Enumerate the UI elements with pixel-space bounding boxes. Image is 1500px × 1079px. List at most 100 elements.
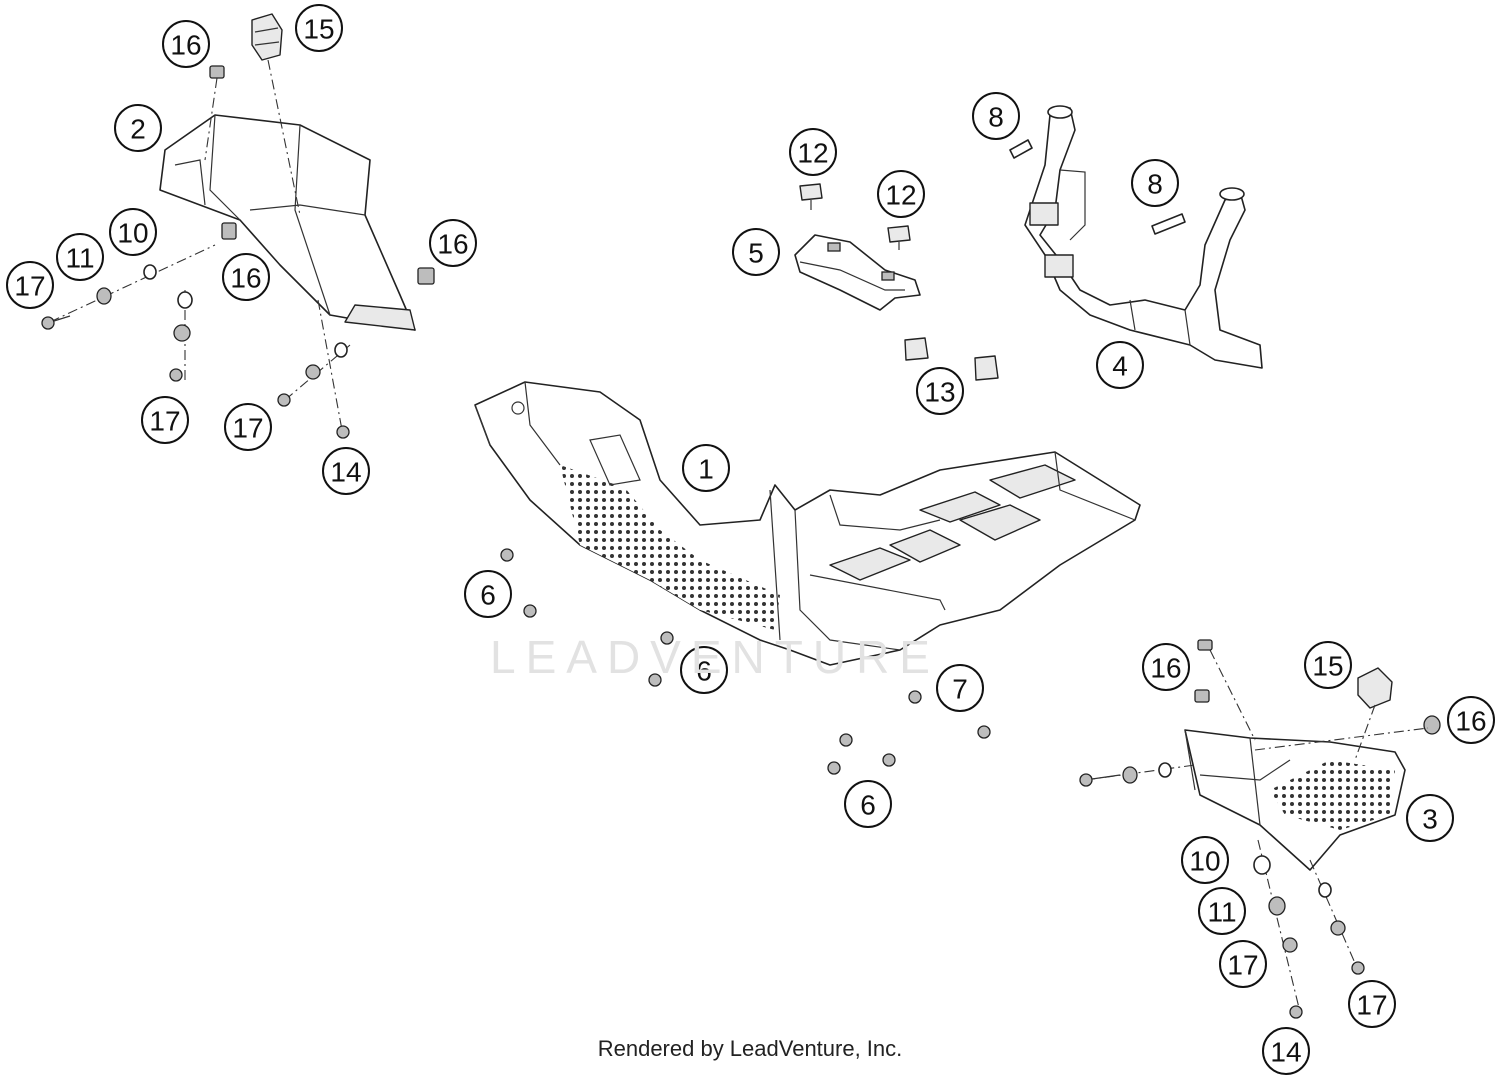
part-nut-right-a <box>1282 937 1298 953</box>
part-bushing-lower-mid <box>334 342 348 358</box>
callout-number: 12 <box>885 180 916 211</box>
callout-number: 16 <box>1150 653 1181 684</box>
callout-12a: 12 <box>789 128 837 176</box>
part-10-bushing-left <box>143 264 157 280</box>
callout-4: 4 <box>1096 341 1144 389</box>
callout-number: 15 <box>1312 651 1343 682</box>
part-11-washer-right <box>1268 896 1286 916</box>
callout-circle <box>322 447 370 495</box>
part-6-nut-a <box>500 548 514 562</box>
part-15-grommet-right <box>1357 667 1393 709</box>
callout-number: 4 <box>1112 351 1128 382</box>
callout-number: 12 <box>797 138 828 169</box>
part-1-skid-plate <box>474 381 1141 666</box>
callout-number: 10 <box>1189 846 1220 877</box>
callout-circle <box>429 219 477 267</box>
callout-number: 16 <box>170 30 201 61</box>
callout-circle <box>114 104 162 152</box>
callout-circle <box>141 396 189 444</box>
callout-circle <box>6 261 54 309</box>
callout-circle <box>56 233 104 281</box>
part-8-pin-a <box>1009 139 1033 159</box>
part-7-screw-b <box>977 725 991 739</box>
callout-11b: 11 <box>1198 887 1246 935</box>
callout-circle <box>1181 836 1229 884</box>
callout-16d: 16 <box>1142 643 1190 691</box>
callout-circle <box>877 170 925 218</box>
part-16-clip-mid-left <box>221 222 237 240</box>
callout-number: 13 <box>924 377 955 408</box>
callout-circle <box>109 208 157 256</box>
callout-circle <box>1304 641 1352 689</box>
callout-6b: 6 <box>680 646 728 694</box>
callout-5: 5 <box>732 228 780 276</box>
callout-14a: 14 <box>322 447 370 495</box>
callout-15a: 15 <box>295 4 343 52</box>
callout-number: 17 <box>1356 990 1387 1021</box>
part-13-damper-b <box>974 355 999 381</box>
callout-number: 10 <box>117 218 148 249</box>
callout-circle <box>162 20 210 68</box>
callout-circle <box>916 367 964 415</box>
part-5-bracket <box>794 234 921 311</box>
part-17-screw-lower-mid <box>277 393 291 407</box>
callout-circle <box>1348 980 1396 1028</box>
callout-10a: 10 <box>109 208 157 256</box>
callout-circle <box>789 128 837 176</box>
part-14-nut-left <box>336 425 350 439</box>
part-6-screw-e <box>839 733 853 747</box>
callout-number: 17 <box>149 406 180 437</box>
callout-16e: 16 <box>1447 696 1495 744</box>
part-nut-right-b <box>1330 920 1346 936</box>
callout-number: 11 <box>1207 897 1236 928</box>
part-nut-lower-mid <box>305 364 321 380</box>
part-nut-lower-left <box>173 324 191 342</box>
callout-17e: 17 <box>1348 980 1396 1028</box>
callout-number: 6 <box>860 790 876 821</box>
part-6-nut-b <box>523 604 537 618</box>
callout-circle <box>464 570 512 618</box>
part-bushing-lower-left <box>177 291 193 309</box>
callout-number: 8 <box>988 102 1004 133</box>
part-12-stud-b <box>887 225 911 250</box>
callout-number: 1 <box>698 454 714 485</box>
callout-14b: 14 <box>1262 1027 1310 1075</box>
callout-number: 16 <box>437 229 468 260</box>
part-17-screw-right-lower <box>1351 961 1365 975</box>
callout-circle <box>1447 696 1495 744</box>
part-3-right-guard <box>1184 729 1406 871</box>
callout-7: 7 <box>936 664 984 712</box>
part-16-clip-top-left <box>209 65 225 79</box>
callout-circle <box>1198 887 1246 935</box>
callout-17c: 17 <box>224 403 272 451</box>
callout-number: 14 <box>330 457 361 488</box>
callout-17b: 17 <box>141 396 189 444</box>
part-16-clip-right-a <box>1197 639 1213 651</box>
callout-16c: 16 <box>222 253 270 301</box>
callout-6a: 6 <box>464 570 512 618</box>
part-14-nut-right <box>1289 1005 1303 1019</box>
callout-13: 13 <box>916 367 964 415</box>
callout-8b: 8 <box>1131 159 1179 207</box>
callout-number: 15 <box>303 14 334 45</box>
part-16-clip-right-b <box>1194 689 1210 703</box>
callout-15b: 15 <box>1304 641 1352 689</box>
part-17-screw-left <box>41 315 71 330</box>
callout-3: 3 <box>1406 794 1454 842</box>
part-6-nut-c <box>660 631 674 645</box>
callout-number: 17 <box>1227 950 1258 981</box>
callout-16b: 16 <box>429 219 477 267</box>
callout-11a: 11 <box>56 233 104 281</box>
callout-number: 5 <box>748 238 764 269</box>
callout-circle <box>222 253 270 301</box>
part-bushing-right-b <box>1318 882 1332 898</box>
callout-6c: 6 <box>844 780 892 828</box>
callout-number: 3 <box>1422 804 1438 835</box>
callout-circle <box>1262 1027 1310 1075</box>
callout-number: 2 <box>130 114 146 145</box>
part-11-washer-left <box>96 287 112 305</box>
callout-number: 6 <box>480 580 496 611</box>
part-6-screw-g <box>882 753 896 767</box>
callout-circle <box>1219 940 1267 988</box>
